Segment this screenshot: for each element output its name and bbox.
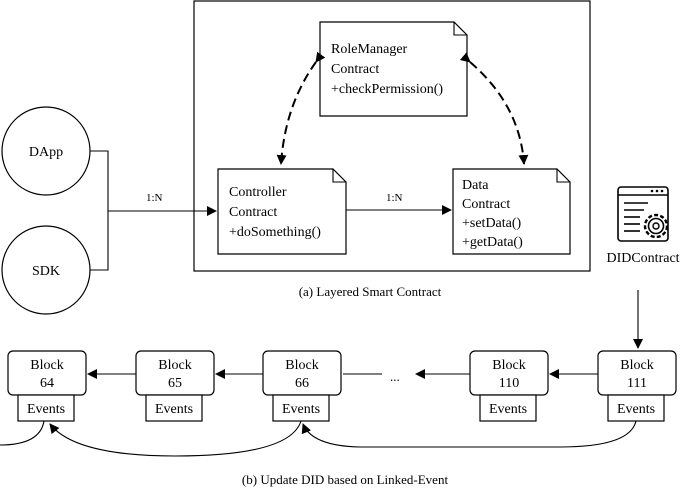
block-111-title: Block: [620, 358, 653, 373]
caption-layered: (a) Layered Smart Contract: [299, 284, 442, 299]
did-contract-label: DIDContract: [606, 251, 679, 266]
block-64-events-label: Events: [27, 402, 65, 417]
block-64-title: Block: [30, 358, 63, 373]
dapp-label: DApp: [29, 145, 63, 160]
block-111: Block 111 Events: [597, 350, 677, 422]
data-contract-line-1: Data: [462, 178, 489, 193]
chain-ellipsis: ...: [390, 369, 400, 384]
controller-line-1: Controller: [229, 185, 287, 200]
data-contract-line-2: Contract: [462, 197, 510, 212]
sdk-label: SDK: [32, 264, 60, 279]
data-contract-line-4: +getData(): [462, 235, 523, 250]
sdk-node: SDK: [1, 225, 91, 315]
events-111-to-66-link: [301, 420, 637, 448]
block-66-events: [272, 394, 330, 422]
block-65-number: 65: [168, 376, 182, 391]
block-65-events-label: Events: [155, 402, 193, 417]
block-110: Block 110 Events: [469, 350, 549, 422]
role-manager-line-2: Contract: [331, 62, 379, 77]
block-111-number: 111: [627, 376, 647, 391]
controller-contract: Controller Contract +doSomething(): [217, 168, 347, 255]
role-manager-line-1: RoleManager: [331, 42, 408, 57]
data-contract-line-3: +setData(): [462, 216, 522, 231]
contract-gear-icon: [617, 186, 669, 242]
data-rolemanager-dashed-arrow: [459, 52, 529, 165]
block-110-title: Block: [492, 358, 525, 373]
ratio-controller-data: 1:N: [386, 192, 403, 204]
client-bracket: [90, 150, 109, 271]
role-manager-contract: RoleManager Contract +checkPermission(): [319, 21, 468, 117]
block-111-events-label: Events: [617, 402, 655, 417]
block-66-events-label: Events: [282, 402, 320, 417]
events-66-to-64-link: [49, 420, 302, 457]
block-65: Block 65 Events: [135, 350, 215, 422]
block-66-number: 66: [295, 376, 309, 391]
caption-linked-event: (b) Update DID based on Linked-Event: [242, 472, 449, 487]
block-65-events: [145, 394, 203, 422]
controller-line-3: +doSomething(): [229, 225, 321, 240]
block-66: Block 66 Events: [262, 350, 342, 422]
block-110-events: [479, 394, 537, 422]
block-64: Block 64 Events: [7, 350, 87, 422]
block-110-events-label: Events: [489, 402, 527, 417]
block-66-title: Block: [285, 358, 318, 373]
events-64-outgoing-link: [0, 420, 45, 446]
block-64-events: [17, 394, 75, 422]
data-contract: Data Contract +setData() +getData(): [452, 168, 571, 255]
block-65-title: Block: [158, 358, 191, 373]
block-111-events: [607, 394, 665, 422]
controller-line-2: Contract: [229, 205, 277, 220]
block-64-number: 64: [40, 376, 54, 391]
ratio-client-controller: 1:N: [146, 192, 163, 204]
dapp-node: DApp: [1, 106, 91, 196]
block-110-number: 110: [499, 376, 519, 391]
role-manager-line-3: +checkPermission(): [331, 82, 443, 97]
